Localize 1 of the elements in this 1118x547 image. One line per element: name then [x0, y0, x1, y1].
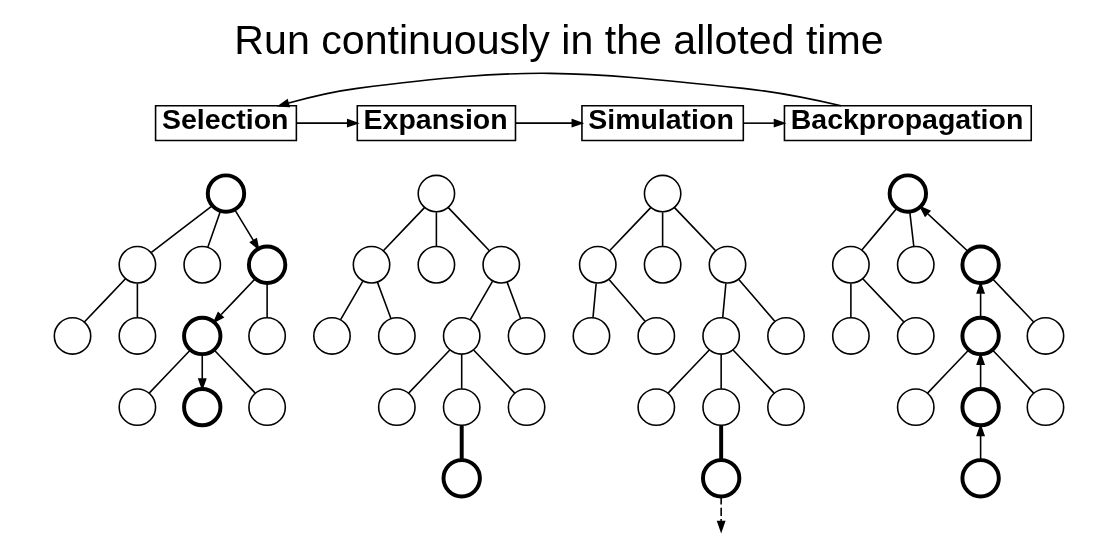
diagram-title: Run continuously in the alloted time: [234, 16, 884, 63]
